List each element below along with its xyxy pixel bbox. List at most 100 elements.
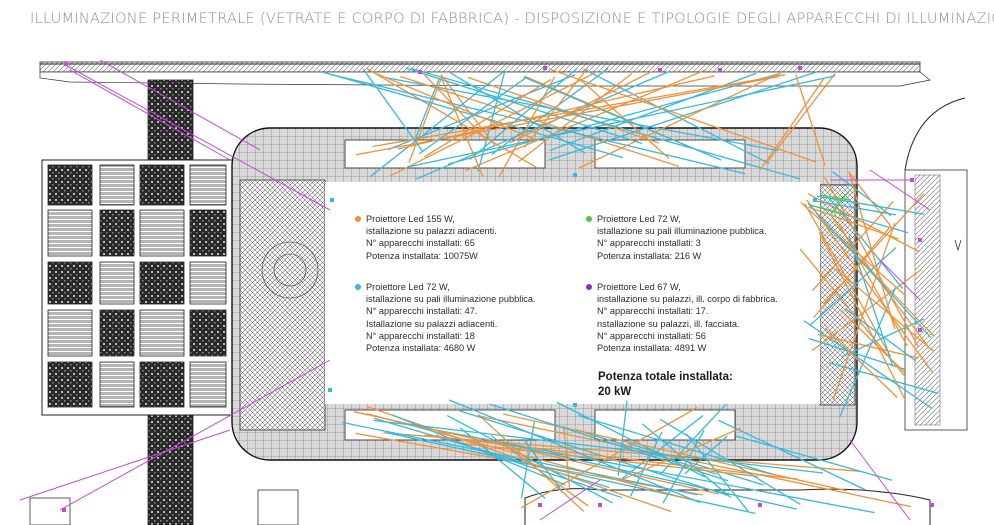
beam-line	[69, 69, 231, 161]
beam-line	[477, 414, 912, 508]
beam-line	[449, 72, 586, 154]
beam-line	[849, 173, 892, 228]
fixture-marker	[598, 503, 602, 507]
total-power-value: 20 kW	[598, 386, 632, 398]
fixture-marker	[718, 68, 722, 72]
legend-line: Proiettore Led 72 W,	[597, 214, 681, 224]
beam-line	[459, 427, 546, 499]
garden-tile	[99, 309, 135, 357]
beam-line	[829, 189, 851, 216]
beam-line	[816, 195, 925, 215]
beam-line	[879, 259, 921, 301]
beam-line	[411, 67, 800, 180]
beam-line	[844, 308, 917, 362]
beam-line	[835, 268, 935, 352]
fixture-marker	[330, 198, 334, 202]
garden-tile	[139, 209, 185, 257]
purple-dot-icon	[586, 284, 592, 290]
beam-line	[492, 440, 797, 510]
beam-line	[446, 414, 614, 504]
drawing-title: ILLUMINAZIONE PERIMETRALE (VETRATE E COR…	[30, 11, 994, 27]
garden-tile	[47, 309, 93, 357]
garden-tile	[189, 309, 227, 357]
beam-line	[849, 439, 911, 521]
beam-line	[518, 72, 633, 163]
beam-line	[548, 68, 817, 163]
legend-line: nstallazione su palazzi, ill. facciata.	[597, 318, 740, 329]
beam-line	[832, 222, 896, 400]
beam-line	[806, 199, 933, 373]
beam-line	[618, 427, 742, 482]
left-garden-block	[41, 159, 235, 416]
beam-line	[814, 200, 896, 216]
beam-line	[406, 75, 836, 168]
legend-line: N° apparecchi installati: 56	[597, 330, 706, 341]
beam-line	[19, 429, 231, 501]
beam-line	[424, 78, 552, 158]
beam-line	[440, 76, 484, 177]
fixture-marker	[573, 403, 577, 407]
beam-line	[578, 72, 781, 169]
fixture-marker	[798, 66, 802, 70]
garden-tile	[47, 164, 93, 206]
beam-line	[490, 435, 589, 507]
legend-line: Potenza installata: 216 W	[597, 250, 702, 261]
fixture-marker	[658, 68, 662, 72]
legend-line: Potenza installata: 4891 W	[597, 343, 707, 354]
beam-line	[455, 442, 759, 478]
legend-item-green: Proiettore Led 72 W, istallazione su pal…	[586, 213, 767, 262]
beam-line	[539, 479, 601, 521]
beam-line	[389, 72, 595, 177]
garden-tile	[139, 309, 185, 357]
fixture-marker	[813, 198, 817, 202]
beam-line	[618, 414, 704, 482]
fixture-marker	[910, 178, 914, 182]
beam-line	[405, 67, 643, 145]
cyan-dot-icon	[355, 284, 361, 290]
garden-tile	[189, 361, 227, 408]
beam-line	[498, 76, 556, 178]
beam-line	[577, 414, 773, 475]
light-fixtures	[62, 62, 934, 512]
fixture-marker	[538, 503, 542, 507]
total-power: Potenza totale installata: 20 kW	[598, 370, 733, 400]
garden-tile	[47, 209, 93, 257]
green-dot-icon	[586, 216, 592, 222]
beam-line	[563, 425, 571, 488]
beam-line	[369, 71, 504, 178]
beam-line	[59, 359, 331, 511]
garden-tile	[139, 361, 185, 408]
beam-line	[808, 337, 905, 370]
legend-line: Potenza installata: 4680 W	[366, 343, 476, 354]
legend-line: Proiettore Led 155 W,	[366, 214, 455, 224]
beam-line	[99, 59, 261, 151]
beam-line	[848, 235, 894, 367]
beam-line	[817, 333, 919, 359]
fixture-marker	[64, 62, 68, 66]
beam-line	[413, 77, 441, 142]
beam-line	[803, 320, 933, 410]
legend-line: Istallazione su palazzi adiacenti.	[366, 318, 498, 329]
beam-line	[828, 362, 939, 394]
beam-line	[718, 419, 866, 491]
beam-line	[418, 77, 526, 155]
fixture-marker	[418, 70, 422, 74]
legend-line: N° apparecchi installati: 47.	[366, 306, 478, 317]
garden-tile	[99, 361, 135, 408]
beam-line	[837, 221, 908, 347]
beam-line	[59, 61, 331, 211]
beam-line	[819, 194, 851, 201]
legend-line: N° apparecchi installati: 3	[597, 238, 701, 249]
beam-line	[813, 226, 891, 319]
garden-tile	[189, 164, 227, 206]
garden-tile	[47, 261, 93, 305]
beam-line	[366, 68, 537, 168]
beam-line	[355, 76, 779, 156]
beam-line	[869, 169, 931, 211]
beam-line	[384, 76, 779, 152]
legend-line: N° apparecchi installati: 18	[366, 330, 475, 341]
beam-line	[617, 400, 628, 476]
beam-line	[509, 70, 653, 144]
